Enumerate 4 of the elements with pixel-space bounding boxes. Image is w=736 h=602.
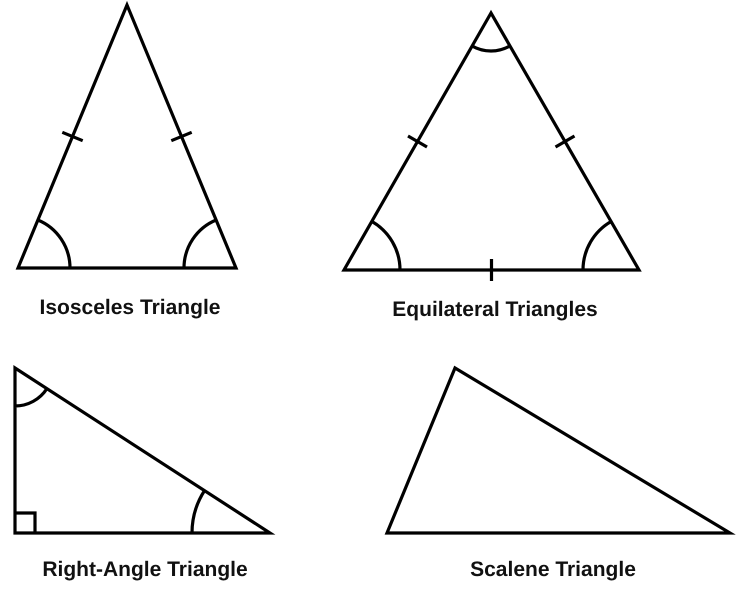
triangle-caption: Scalene Triangle: [469, 558, 637, 582]
triangle-caption: Equilateral Triangles: [391, 298, 599, 322]
triangle-caption: Right-Angle Triangle: [41, 558, 249, 582]
triangle-caption: Isosceles Triangle: [38, 296, 222, 320]
